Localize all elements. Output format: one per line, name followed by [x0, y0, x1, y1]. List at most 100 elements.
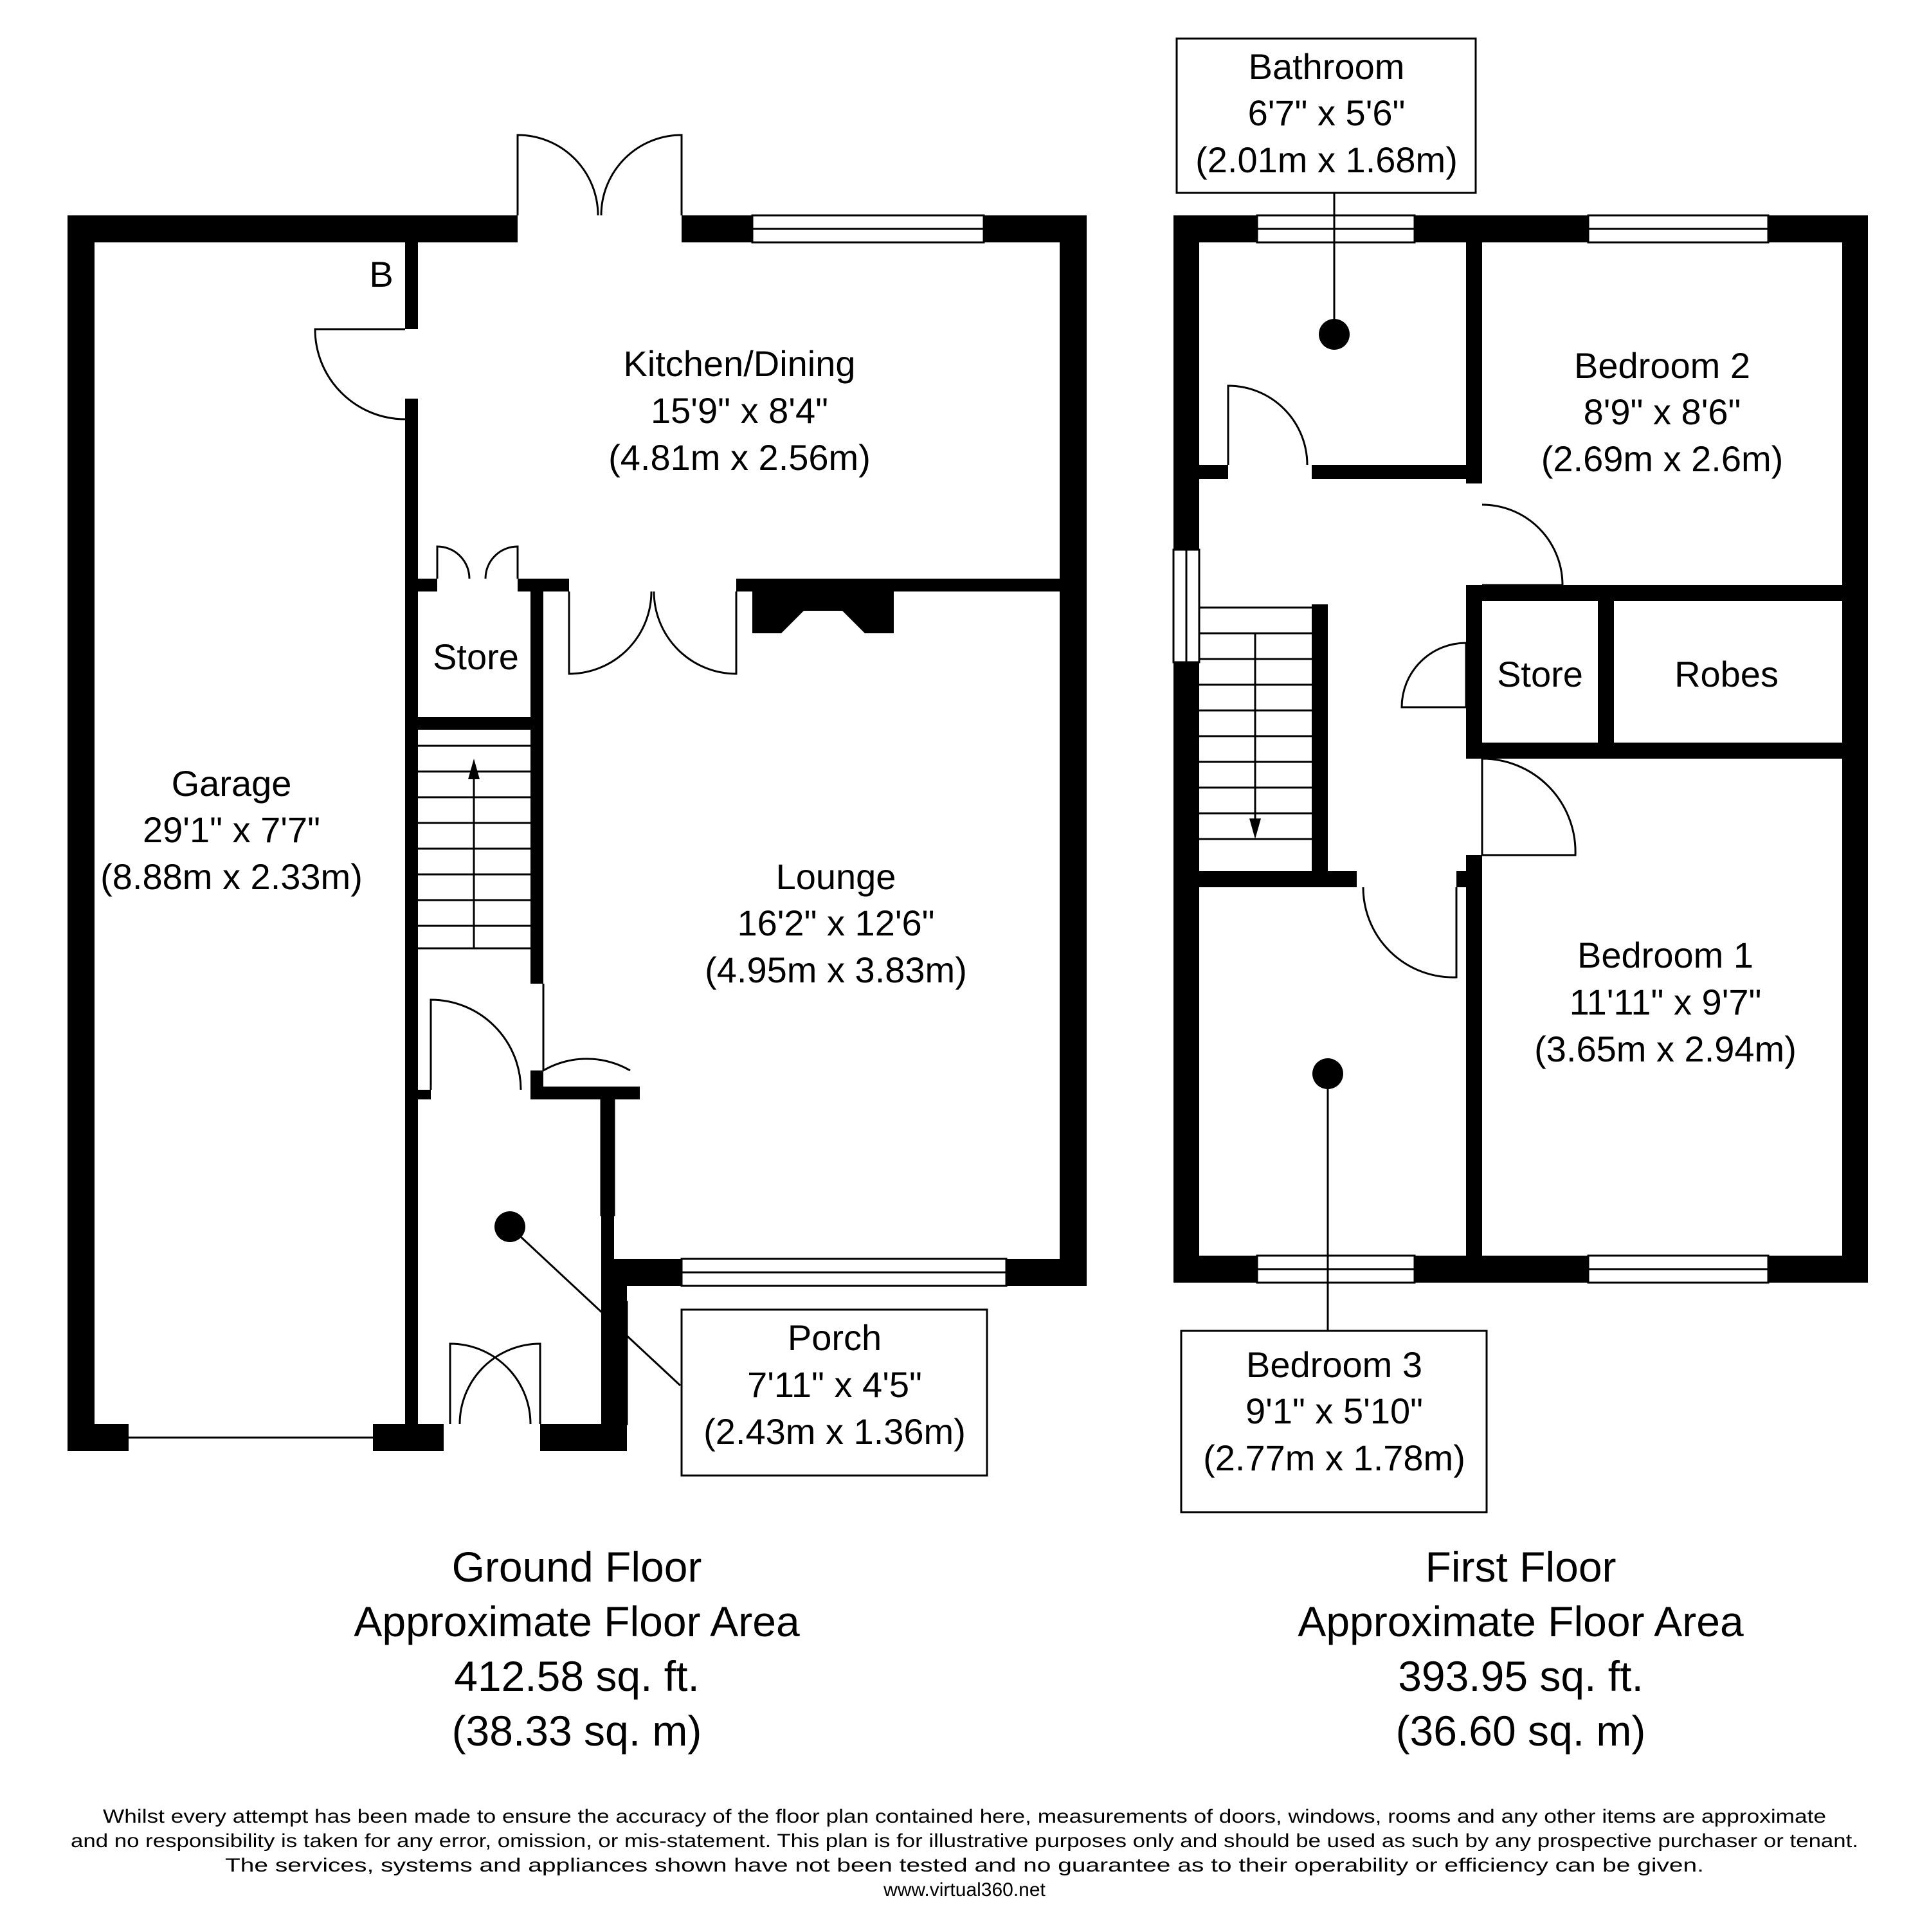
- room-label-bedroom-3: Bedroom 3 9'1" x 5'10" (2.77m x 1.78m): [1180, 1330, 1488, 1513]
- room-imperial: 11'11" x 9'7": [1570, 982, 1762, 1022]
- wall: [1482, 585, 1842, 601]
- door-swing: [542, 984, 631, 1072]
- wall: [530, 1087, 640, 1099]
- wall: [736, 579, 1087, 591]
- room-label-store: Store: [433, 636, 519, 677]
- leader-line: [509, 1225, 682, 1387]
- door-swing: [430, 998, 522, 1090]
- room-metric: (2.43m x 1.36m): [703, 1411, 966, 1452]
- room-name: Garage: [172, 763, 292, 804]
- room-name: Porch: [788, 1317, 882, 1358]
- wall: [68, 215, 95, 1450]
- door-swing: [484, 545, 519, 579]
- wall: [68, 1424, 129, 1451]
- room-imperial: 9'1" x 5'10": [1245, 1391, 1423, 1431]
- floor-area-label: Approximate Floor Area: [1298, 1598, 1744, 1645]
- room-metric: (2.77m x 1.78m): [1203, 1438, 1465, 1478]
- wall: [1768, 1256, 1868, 1283]
- ground-floor-area-summary: Ground Floor Approximate Floor Area 412.…: [354, 1543, 800, 1755]
- floor-area-sqm: (38.33 sq. m): [452, 1707, 702, 1755]
- room-metric: (4.81m x 2.56m): [608, 437, 871, 478]
- window: [1587, 214, 1770, 244]
- room-label-bedroom-2: Bedroom 2 8'9" x 8'6" (2.69m x 2.6m): [1541, 345, 1784, 479]
- wall: [1060, 215, 1087, 1286]
- wall: [1598, 601, 1614, 743]
- wall: [1006, 1259, 1087, 1286]
- room-name: Lounge: [776, 856, 896, 897]
- website-link[interactable]: www.virtual360.net: [883, 1879, 1046, 1900]
- fireplace: [781, 611, 865, 633]
- label-box: [680, 1308, 988, 1477]
- boiler-marker: B: [369, 254, 393, 294]
- door-swing: [314, 328, 406, 420]
- room-metric: (8.88m x 2.33m): [100, 856, 363, 897]
- wall: [682, 215, 752, 242]
- wall: [68, 215, 518, 242]
- door-swing: [1481, 757, 1577, 856]
- room-label-bathroom: Bathroom 6'7" x 5'6" (2.01m x 1.68m): [1175, 37, 1477, 194]
- door-swing: [1400, 642, 1467, 709]
- window: [680, 1258, 1008, 1287]
- room-metric: (3.65m x 2.94m): [1534, 1029, 1797, 1069]
- room-imperial: 7'11" x 4'5": [747, 1364, 922, 1405]
- room-name: Bedroom 3: [1246, 1344, 1422, 1385]
- wall: [1173, 662, 1199, 1283]
- window: [600, 1095, 615, 1216]
- first-floor-area-summary: First Floor Approximate Floor Area 393.9…: [1298, 1543, 1744, 1755]
- wall: [1199, 871, 1357, 887]
- disclaimer-line: Whilst every attempt has been made to en…: [103, 1806, 1826, 1827]
- room-label-robes: Robes: [1674, 654, 1779, 694]
- room-label-bedroom-1: Bedroom 1 11'11" x 9'7" (3.65m x 2.94m): [1534, 935, 1797, 1069]
- door-swing: [653, 591, 738, 675]
- wall: [1173, 215, 1199, 550]
- room-metric: (2.69m x 2.6m): [1541, 438, 1784, 479]
- disclaimer-line: The services, systems and appliances sho…: [225, 1855, 1704, 1876]
- window: [606, 1301, 628, 1425]
- room-imperial: 8'9" x 8'6": [1584, 392, 1741, 432]
- door-swing: [458, 1342, 541, 1425]
- room-imperial: 6'7" x 5'6": [1248, 93, 1406, 133]
- floor-title: First Floor: [1426, 1543, 1617, 1591]
- wall: [1199, 465, 1228, 479]
- room-name: Kitchen/Dining: [623, 343, 855, 384]
- window: [1256, 1254, 1416, 1284]
- door-swing: [516, 134, 599, 216]
- wall: [1456, 871, 1469, 887]
- wall: [1415, 1256, 1588, 1283]
- wall: [418, 1090, 431, 1099]
- staircase: [1199, 606, 1312, 840]
- room-label-kitchen: Kitchen/Dining 15'9" x 8'4" (4.81m x 2.5…: [608, 343, 871, 478]
- window: [1256, 214, 1416, 244]
- room-metric: (4.95m x 3.83m): [705, 950, 967, 990]
- floor-area-sqft: 393.95 sq. ft.: [1398, 1652, 1644, 1700]
- wall: [1842, 215, 1868, 1283]
- window: [1172, 548, 1200, 664]
- room-imperial: 29'1" x 7'7": [143, 809, 320, 850]
- door-swing: [1227, 384, 1309, 465]
- door-swing: [568, 591, 653, 675]
- label-box: [1175, 37, 1477, 194]
- wall: [1173, 1256, 1257, 1283]
- wall: [1482, 743, 1842, 759]
- room-marker: [1319, 319, 1350, 350]
- wardrobe-sliding-doors: [1646, 588, 1807, 598]
- room-label-lounge: Lounge 16'2" x 12'6" (4.95m x 3.83m): [705, 856, 967, 990]
- window: [751, 214, 985, 244]
- ground-floor-plan: B Garage 29'1" x 7'7" (8.88m x 2.33m) Ki…: [68, 134, 1087, 1477]
- room-name: Bathroom: [1249, 46, 1405, 87]
- room-label-porch: Porch 7'11" x 4'5" (2.43m x 1.36m): [680, 1308, 988, 1477]
- wall: [1415, 215, 1588, 242]
- wall: [418, 579, 437, 591]
- wall: [1312, 465, 1482, 479]
- floor-title: Ground Floor: [452, 1543, 702, 1591]
- door-swing: [1362, 887, 1458, 979]
- floor-area-sqft: 412.58 sq. ft.: [454, 1652, 700, 1700]
- room-metric: (2.01m x 1.68m): [1195, 140, 1458, 180]
- wall: [530, 591, 543, 984]
- door-swing: [449, 1342, 532, 1425]
- wall: [601, 1260, 627, 1450]
- window: [1587, 1254, 1770, 1284]
- room-imperial: 15'9" x 8'4": [651, 390, 828, 431]
- wall: [405, 242, 418, 329]
